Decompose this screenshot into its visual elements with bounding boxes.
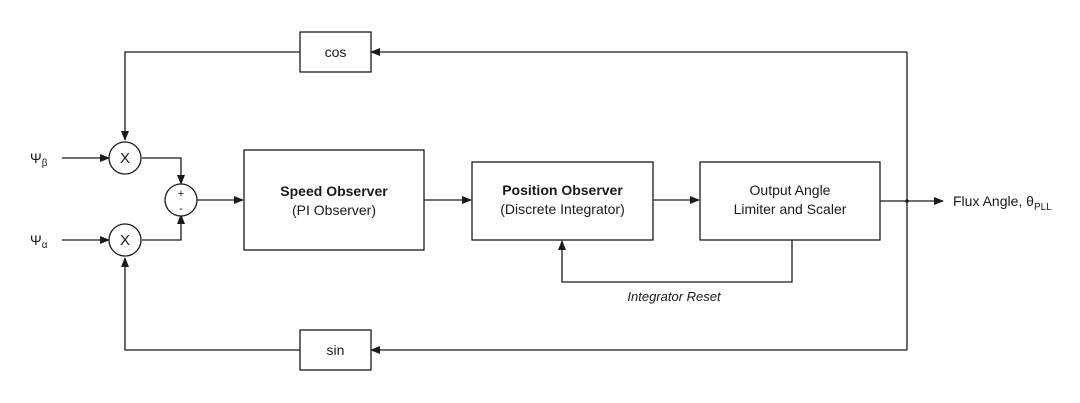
sin-label: sin [327, 342, 345, 358]
wire-integrator-reset [558, 240, 793, 283]
wire-multiplier-top-to-sum [142, 157, 185, 185]
position-observer-subtitle: (Discrete Integrator) [500, 201, 624, 217]
sum-minus-sign: - [179, 203, 183, 215]
position-observer-block: Position Observer (Discrete Integrator) [471, 161, 654, 241]
sin-block: sin [299, 329, 372, 371]
wire-sin-to-multiplier [121, 257, 300, 351]
output-limiter-line2: Limiter and Scaler [734, 201, 847, 217]
psi-alpha-label: Ψα [30, 232, 48, 251]
output-limiter-block: Output Angle Limiter and Scaler [699, 161, 881, 241]
sum-plus-sign: + [178, 188, 184, 200]
signal-wires [62, 48, 944, 354]
speed-observer-block: Speed Observer (PI Observer) [243, 149, 425, 251]
cos-block: cos [299, 31, 372, 73]
integrator-reset-label: Integrator Reset [627, 289, 722, 304]
cos-label: cos [325, 44, 347, 60]
speed-observer-title: Speed Observer [280, 183, 388, 199]
multiplier-top-label: X [120, 150, 130, 167]
wire-multiplier-bottom-to-sum [142, 214, 185, 241]
multiplier-bottom: X [108, 223, 142, 257]
wire-cos-to-multiplier [121, 51, 300, 141]
position-observer-title: Position Observer [502, 182, 623, 198]
feedback-junction [905, 199, 909, 203]
summing-junction: + - [164, 183, 198, 217]
multiplier-bottom-label: X [120, 232, 130, 249]
speed-observer-subtitle: (PI Observer) [292, 202, 376, 218]
output-limiter-line1: Output Angle [750, 182, 831, 198]
psi-beta-label: Ψβ [30, 150, 48, 169]
flux-angle-output-label: Flux Angle, θPLL [953, 193, 1052, 213]
multiplier-top: X [108, 141, 142, 175]
